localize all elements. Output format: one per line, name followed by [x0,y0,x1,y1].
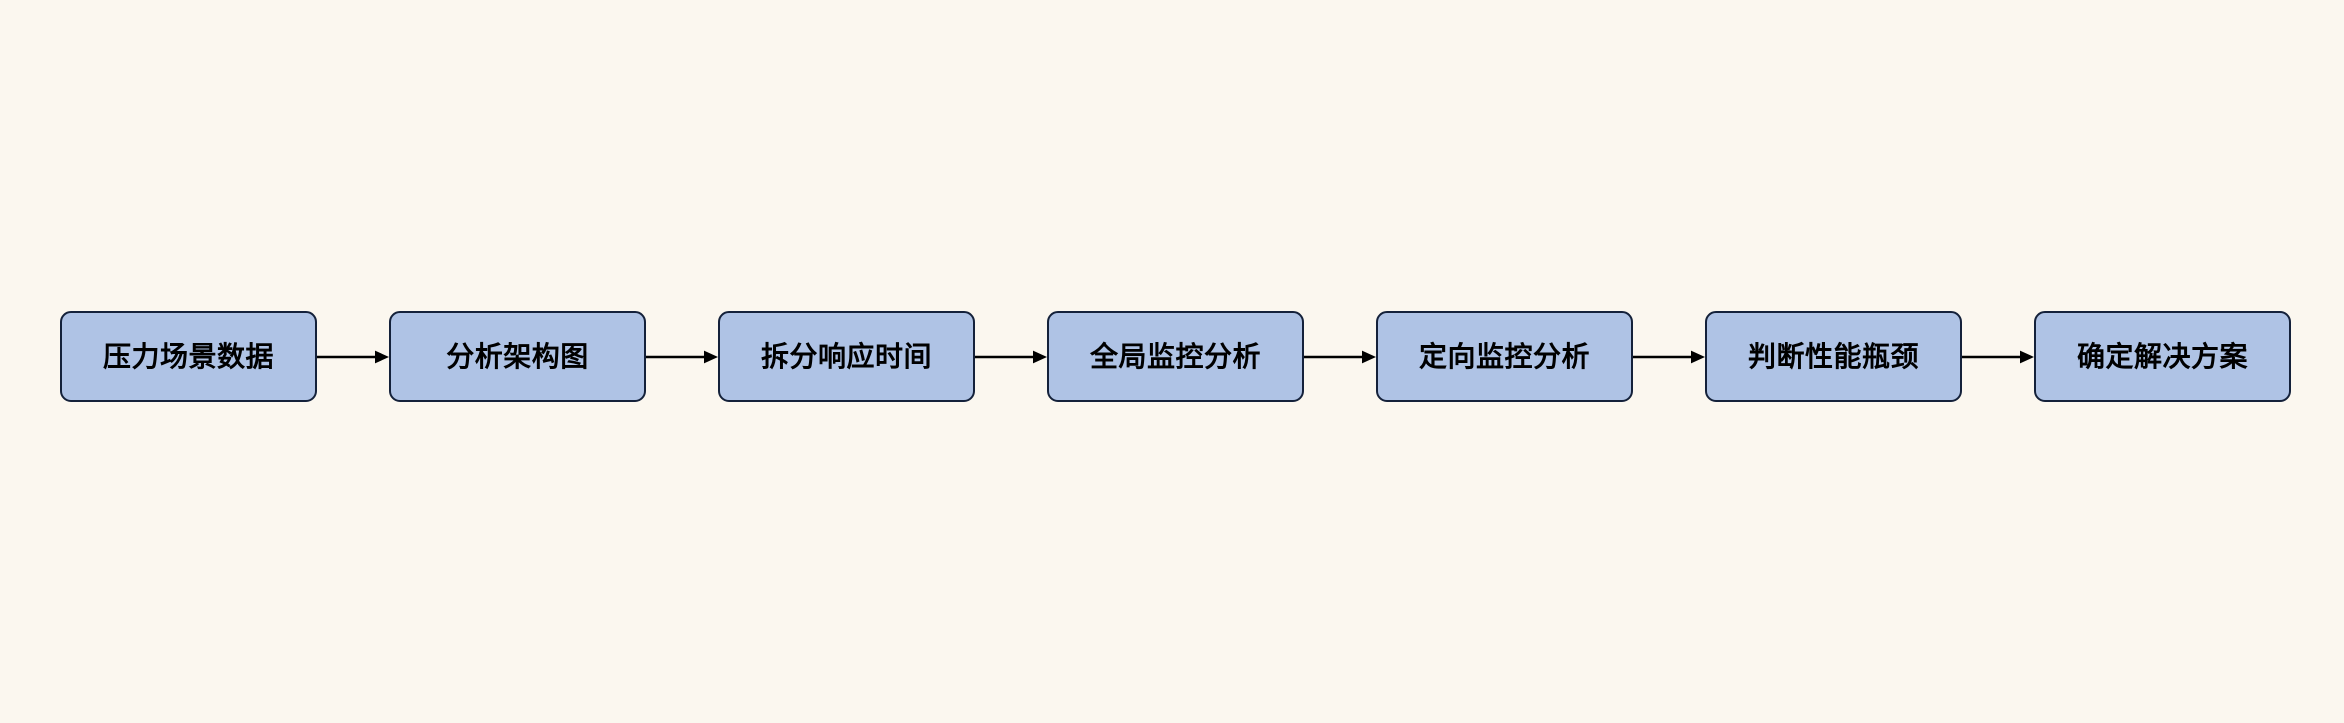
flow-node-label: 全局监控分析 [1089,340,1261,372]
flow-node-n4[interactable]: 全局监控分析 [1047,311,1304,402]
flowchart-sequence: 压力场景数据 分析架构图 拆分响应时间 [60,309,2291,404]
flow-edge-e1 [317,347,389,367]
arrow-right-icon [1962,350,2034,363]
flow-node-n3[interactable]: 拆分响应时间 [718,311,975,402]
flow-node-n5[interactable]: 定向监控分析 [1376,311,1633,402]
arrow-right-icon [975,350,1047,363]
flow-node-n6[interactable]: 判断性能瓶颈 [1705,311,1962,402]
arrow-right-icon [317,350,389,363]
flow-edge-e6 [1962,347,2034,367]
arrow-right-icon [646,350,718,363]
flow-node-n2[interactable]: 分析架构图 [389,311,646,402]
flow-edge-e5 [1633,347,1705,367]
flow-edge-e3 [975,347,1047,367]
flow-edge-e4 [1304,347,1376,367]
flow-node-label: 压力场景数据 [102,340,274,372]
flow-node-label: 判断性能瓶颈 [1747,340,1919,372]
arrow-right-icon [1633,350,1705,363]
arrow-right-icon [1304,350,1376,363]
flow-node-label: 定向监控分析 [1418,340,1590,372]
flow-node-label: 分析架构图 [446,340,589,372]
flow-node-n1[interactable]: 压力场景数据 [60,311,317,402]
flow-node-label: 拆分响应时间 [760,340,932,372]
flow-node-label: 确定解决方案 [2076,340,2248,372]
flow-node-n7[interactable]: 确定解决方案 [2034,311,2291,402]
flow-edge-e2 [646,347,718,367]
